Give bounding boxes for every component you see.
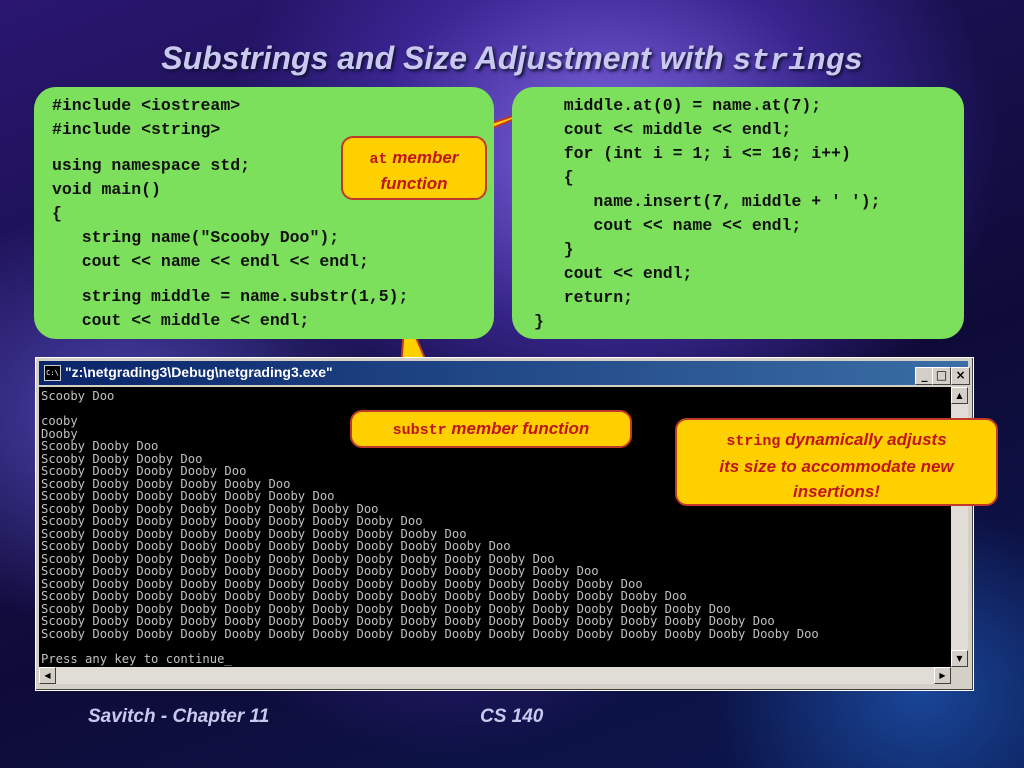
string-dynamic-size-callout: string dynamically adjusts its size to a…: [675, 418, 998, 506]
console-line: Press any key to continue_: [41, 651, 232, 666]
console-line: [41, 640, 819, 653]
callout-code: at: [369, 151, 388, 168]
code-line: name.insert(7, middle + ' ');: [534, 192, 881, 211]
substr-member-function-callout: substr member function: [350, 410, 632, 448]
window-titlebar[interactable]: C:\ "z:\netgrading3\Debug\netgrading3.ex…: [39, 361, 970, 385]
code-line: cout << endl;: [534, 264, 693, 283]
callout-text: insertions!: [793, 482, 880, 501]
console-line: Scooby Dooby Dooby Dooby Dooby Dooby Doo: [41, 489, 335, 503]
code-line: void main(): [52, 180, 161, 199]
console-line: Scooby Dooby Dooby Dooby Dooby Dooby Doo…: [41, 626, 819, 641]
console-line: Scooby Dooby Dooby Dooby Dooby Dooby Doo…: [41, 551, 555, 566]
console-line: Scooby Dooby Dooby Dooby Dooby Dooby Doo…: [41, 564, 599, 578]
callout-text: dynamically adjusts: [780, 430, 947, 449]
code-line: #include <iostream>: [52, 96, 241, 115]
console-line: Scooby Dooby Dooby Dooby Dooby Dooby Doo…: [41, 589, 687, 603]
code-line: cout << middle << endl;: [534, 120, 792, 139]
console-line: Scooby Dooby Dooby Dooby Dooby Dooby Doo…: [41, 576, 643, 591]
scroll-down-button[interactable]: ▼: [951, 650, 968, 667]
code-line: }: [534, 312, 544, 331]
code-panel-left: #include <iostream> #include <string> us…: [34, 87, 494, 339]
horizontal-scrollbar[interactable]: ◀ ▶: [39, 667, 951, 684]
console-line: Scooby Dooby Dooby Dooby Dooby Dooby Doo…: [41, 614, 775, 628]
code-line: using namespace std;: [52, 156, 251, 175]
footer-chapter: Savitch - Chapter 11: [88, 706, 270, 727]
console-line: Scooby Dooby Dooby Dooby Dooby Dooby Doo…: [41, 501, 379, 516]
callout-text: function: [380, 174, 448, 193]
console-line: Scooby Dooby Dooby Dooby Dooby Dooby Doo…: [41, 514, 423, 528]
maximize-button[interactable]: □: [932, 367, 951, 385]
scroll-up-button[interactable]: ▲: [951, 387, 968, 404]
console-line: Scooby Dooby Dooby Dooby Dooby Dooby Doo…: [41, 539, 511, 553]
scroll-left-button[interactable]: ◀: [39, 667, 56, 684]
console-line: Scooby Dooby Dooby Dooby Dooby Dooby Doo…: [41, 526, 467, 541]
window-title: "z:\netgrading3\Debug\netgrading3.exe": [65, 364, 333, 380]
code-line: return;: [534, 288, 634, 307]
close-button[interactable]: ×: [951, 367, 970, 385]
code-line: string middle = name.substr(1,5);: [52, 287, 409, 306]
console-line: Scooby Dooby Dooby Doo: [41, 451, 203, 466]
console-line: Scooby Doo: [41, 389, 115, 403]
callout-text: its size to accommodate new: [719, 457, 954, 476]
code-line: {: [534, 168, 574, 187]
slide-title-code: strings: [732, 44, 863, 79]
code-line: middle.at(0) = name.at(7);: [534, 96, 822, 115]
code-line: cout << name << endl;: [534, 216, 802, 235]
callout-text: member: [387, 148, 459, 167]
code-line: #include <string>: [52, 120, 221, 139]
code-line: {: [52, 204, 62, 223]
slide-title: Substrings and Size Adjustment with stri…: [0, 40, 1024, 79]
console-line: cooby: [41, 414, 78, 428]
code-line: string name("Scooby Doo");: [52, 228, 340, 247]
console-line: Scooby Dooby Doo: [41, 439, 159, 453]
scroll-right-button[interactable]: ▶: [934, 667, 951, 684]
console-line: Scooby Dooby Dooby Dooby Dooby Dooby Doo…: [41, 601, 731, 616]
slide-title-text: Substrings and Size Adjustment with: [161, 40, 733, 76]
code-line: }: [534, 240, 574, 259]
callout-code: string: [726, 433, 781, 450]
code-line: for (int i = 1; i <= 16; i++): [534, 144, 851, 163]
console-window[interactable]: C:\ "z:\netgrading3\Debug\netgrading3.ex…: [35, 357, 974, 691]
footer-course: CS 140: [480, 706, 544, 727]
code-line: cout << middle << endl;: [52, 311, 310, 330]
at-member-function-callout: at member function: [341, 136, 487, 200]
callout-text: member function: [446, 419, 590, 438]
code-line: cout << name << endl << endl;: [52, 252, 369, 271]
console-line: Dooby: [41, 426, 78, 441]
callout-code: substr: [392, 422, 447, 439]
console-line: Scooby Dooby Dooby Dooby Dooby Doo: [41, 476, 291, 491]
console-app-icon: C:\: [44, 365, 61, 381]
console-line: Scooby Dooby Dooby Dooby Doo: [41, 464, 247, 478]
code-panel-right: middle.at(0) = name.at(7); cout << middl…: [512, 87, 964, 339]
